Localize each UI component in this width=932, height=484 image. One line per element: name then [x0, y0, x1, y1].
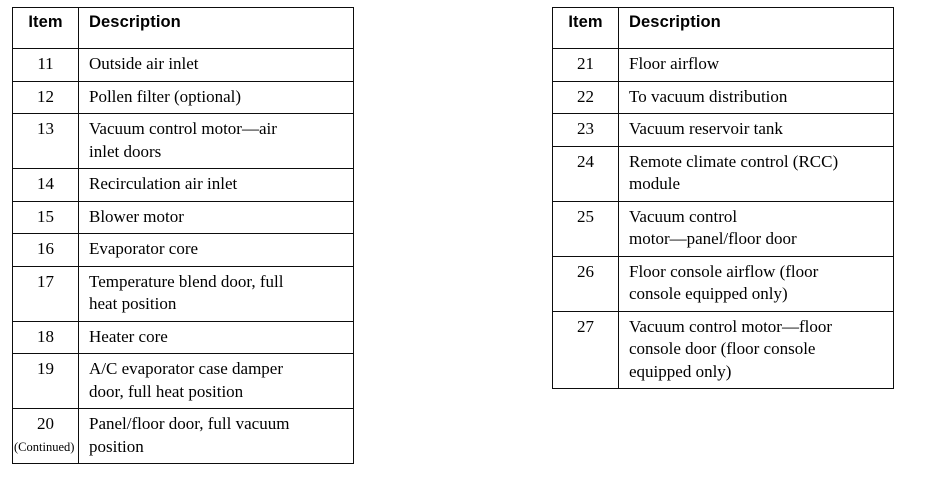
description-line: Vacuum control	[629, 206, 738, 226]
table-row: 14 Recirculation air inlet	[12, 168, 354, 202]
item-description-cell: A/C evaporator case damper door, full hea…	[78, 353, 354, 409]
description-line: Remote climate control (RCC)	[629, 151, 839, 171]
item-number-cell: 15	[12, 200, 79, 234]
item-number-cell: 18	[12, 320, 79, 354]
item-number-cell: 14	[12, 168, 79, 202]
description-line: Floor airflow	[629, 54, 720, 73]
item-description-table-left: Item Description 11 Outside air inlet 12 Po…	[12, 7, 354, 464]
table-row: 23 Vacuum reservoir tank	[552, 113, 894, 147]
description-line: Vacuum control motor—floor	[629, 316, 833, 336]
table-row: 18 Heater core	[12, 320, 354, 354]
item-description-table-right: Item Description 21 Floor airflow 22 To vac…	[552, 7, 894, 389]
column-header-item: Item	[552, 7, 619, 49]
header-row: Item Description	[12, 7, 354, 49]
item-description-cell: Heater core	[78, 320, 354, 354]
description-line: position	[89, 436, 144, 456]
header-row: Item Description	[552, 7, 894, 49]
table-row: 12 Pollen filter (optional)	[12, 80, 354, 114]
table-row: 16 Evaporator core	[12, 233, 354, 267]
column-header-description: Description	[78, 7, 354, 49]
item-number-cell: 13	[12, 113, 79, 169]
item-description-cell: Remote climate control (RCC) module	[618, 145, 894, 202]
item-number-cell: 21	[552, 48, 619, 82]
table-row: 22 To vacuum distribution	[552, 80, 894, 114]
description-line: Outside air inlet	[89, 54, 199, 73]
table-row: 27 Vacuum control motor—floor console door…	[552, 310, 894, 389]
item-description-cell: Pollen filter (optional)	[78, 80, 354, 114]
description-line: console door (floor console	[629, 339, 816, 358]
item-description-cell: Vacuum control motor—floor console door (…	[618, 310, 894, 389]
item-number-cell: 19	[12, 353, 79, 409]
item-number-cell: 12	[12, 80, 79, 114]
table-row: 25 Vacuum control motor—panel/floor door	[552, 200, 894, 257]
table-header-right: Item Description	[552, 7, 894, 49]
description-line: Pollen filter (optional)	[89, 86, 242, 106]
column-header-item: Item	[12, 7, 79, 49]
item-description-cell: Vacuum control motor—panel/floor door	[618, 200, 894, 257]
description-line: door, full heat position	[89, 381, 244, 401]
item-number-cell: 23	[552, 113, 619, 147]
description-line: Floor console airflow (floor	[629, 261, 819, 281]
description-line: A/C evaporator case damper	[89, 359, 283, 378]
table-row: 15 Blower motor	[12, 200, 354, 234]
item-number-cell: 17	[12, 265, 79, 322]
item-description-cell: Floor console airflow (floor console equi…	[618, 255, 894, 312]
description-line: equipped only)	[629, 361, 732, 381]
table-body-left: 11 Outside air inlet 12 Pollen filter (opti…	[12, 48, 354, 464]
table-header-left: Item Description	[12, 7, 354, 49]
table-row: 21 Floor airflow	[552, 48, 894, 82]
description-line: Recirculation air inlet	[89, 174, 238, 193]
description-line: Vacuum control motor—air	[89, 119, 277, 138]
description-line: To vacuum distribution	[629, 86, 788, 106]
item-description-cell: Vacuum control motor—air inlet doors	[78, 113, 354, 169]
table-row: 26 Floor console airflow (floor console eq…	[552, 255, 894, 312]
item-description-cell: Blower motor	[78, 200, 354, 234]
description-line: console equipped only)	[629, 284, 788, 303]
item-number-cell: 27	[552, 310, 619, 389]
item-number-cell: 24	[552, 145, 619, 202]
item-description-cell: Vacuum reservoir tank	[618, 113, 894, 147]
description-line: module	[629, 174, 680, 193]
description-line: Heater core	[89, 326, 168, 346]
description-line: Temperature blend door, full	[89, 271, 284, 291]
description-line: heat position	[89, 294, 177, 313]
description-line: Evaporator core	[89, 239, 199, 258]
table-row: 24 Remote climate control (RCC) module	[552, 145, 894, 202]
table-row: 11 Outside air inlet	[12, 48, 354, 82]
item-description-cell: Outside air inlet	[78, 48, 354, 82]
description-line: motor—panel/floor door	[629, 229, 797, 248]
table-row: 13 Vacuum control motor—air inlet doors	[12, 113, 354, 169]
description-line: Blower motor	[89, 206, 184, 226]
table-row: 19 A/C evaporator case damper door, full h…	[12, 353, 354, 409]
item-description-cell: Evaporator core	[78, 233, 354, 267]
item-number-cell: 22	[552, 80, 619, 114]
column-header-description: Description	[618, 7, 894, 49]
item-number-cell: 20	[12, 408, 79, 464]
continued-note: (Continued)	[14, 440, 75, 454]
item-number-cell: 25	[552, 200, 619, 257]
description-line: inlet doors	[89, 141, 162, 161]
item-description-cell: Recirculation air inlet	[78, 168, 354, 202]
item-number-cell: 11	[12, 48, 79, 82]
item-description-cell: Panel/floor door, full vacuum position	[78, 408, 354, 464]
item-number-cell: 16	[12, 233, 79, 267]
table-row: 20 Panel/floor door, full vacuum position	[12, 408, 354, 464]
description-line: Vacuum reservoir tank	[629, 119, 783, 138]
table-row: 17 Temperature blend door, full heat posit…	[12, 265, 354, 322]
item-description-cell: To vacuum distribution	[618, 80, 894, 114]
item-number-cell: 26	[552, 255, 619, 312]
item-description-cell: Temperature blend door, full heat positio…	[78, 265, 354, 322]
description-line: Panel/floor door, full vacuum	[89, 414, 290, 433]
item-description-cell: Floor airflow	[618, 48, 894, 82]
